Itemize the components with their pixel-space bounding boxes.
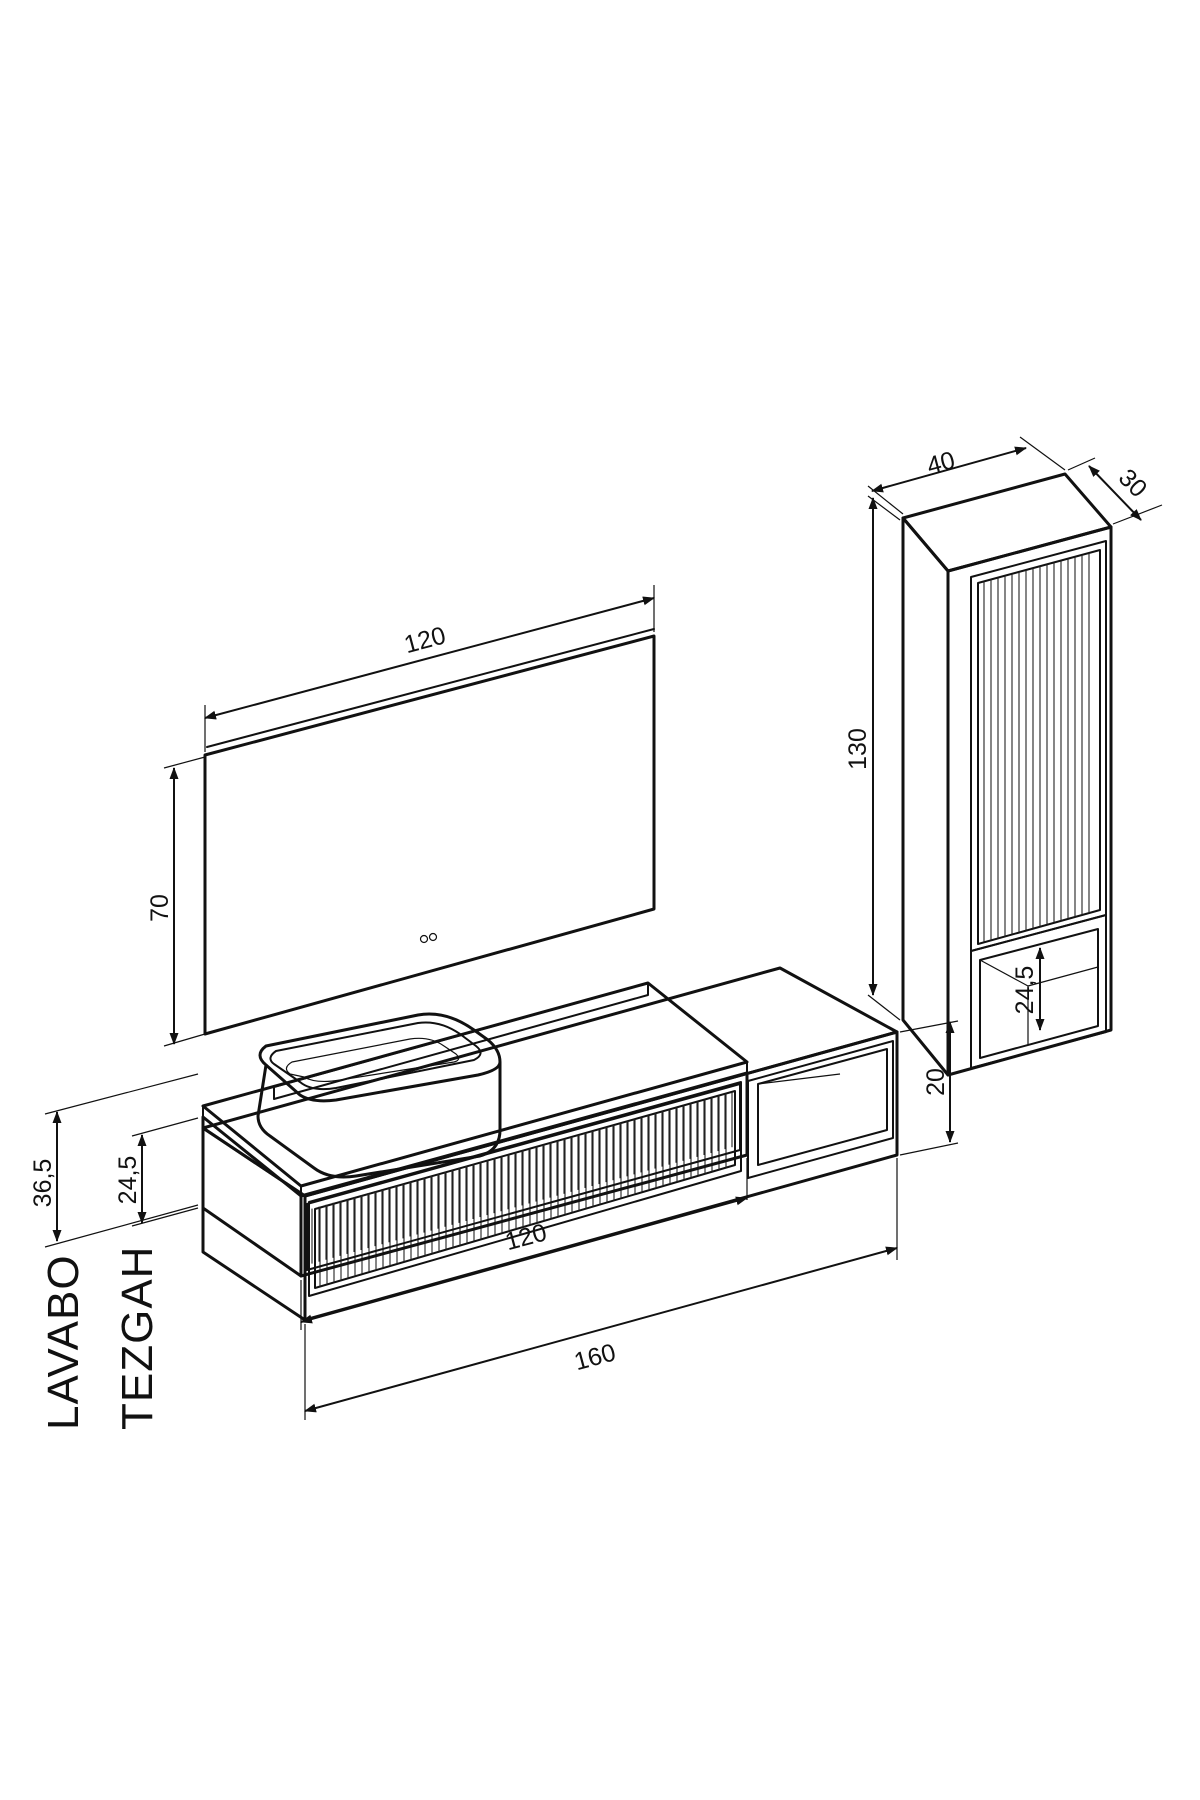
mirror-height-dimension: 70 bbox=[146, 756, 206, 1047]
mirror-height-label: 70 bbox=[146, 894, 174, 922]
vanity-cabinet-height-dimension: 24,5 bbox=[114, 1117, 199, 1227]
vanity-total-height-label: 36,5 bbox=[29, 1159, 57, 1208]
countertop-label: TEZGAH bbox=[113, 1246, 162, 1430]
countertop-height-dimension: 20 bbox=[899, 1020, 959, 1156]
niche-height-dimension: 24,5 bbox=[1011, 947, 1045, 1031]
tall-cabinet-width-label: 40 bbox=[924, 446, 958, 480]
countertop-height-label: 20 bbox=[922, 1068, 950, 1096]
niche-height-label: 24,5 bbox=[1011, 966, 1039, 1015]
countertop-width-dimension: 160 bbox=[304, 1158, 898, 1420]
tall-cabinet-depth-dimension: 30 bbox=[1067, 457, 1163, 525]
mirror-width-dimension: 120 bbox=[204, 585, 655, 752]
tall-cabinet-width-dimension: 40 bbox=[867, 436, 1066, 515]
countertop-width-label: 160 bbox=[571, 1338, 619, 1376]
vanity-label: LAVABO bbox=[39, 1254, 88, 1430]
vessel-basin bbox=[256, 1012, 502, 1179]
tall-cabinet-height-dimension: 130 bbox=[844, 495, 901, 1021]
touch-sensor-icon bbox=[419, 932, 438, 944]
mirror bbox=[203, 628, 656, 1036]
tall-cabinet-flutes bbox=[983, 552, 1090, 943]
tall-cabinet-height-label: 130 bbox=[844, 728, 872, 770]
tall-cabinet bbox=[901, 472, 1113, 1077]
mirror-width-label: 120 bbox=[401, 621, 449, 659]
vanity-unit bbox=[201, 981, 749, 1278]
vanity-cabinet-height-label: 24,5 bbox=[114, 1156, 142, 1205]
vanity-total-height-dimension: 36,5 bbox=[29, 1073, 199, 1248]
